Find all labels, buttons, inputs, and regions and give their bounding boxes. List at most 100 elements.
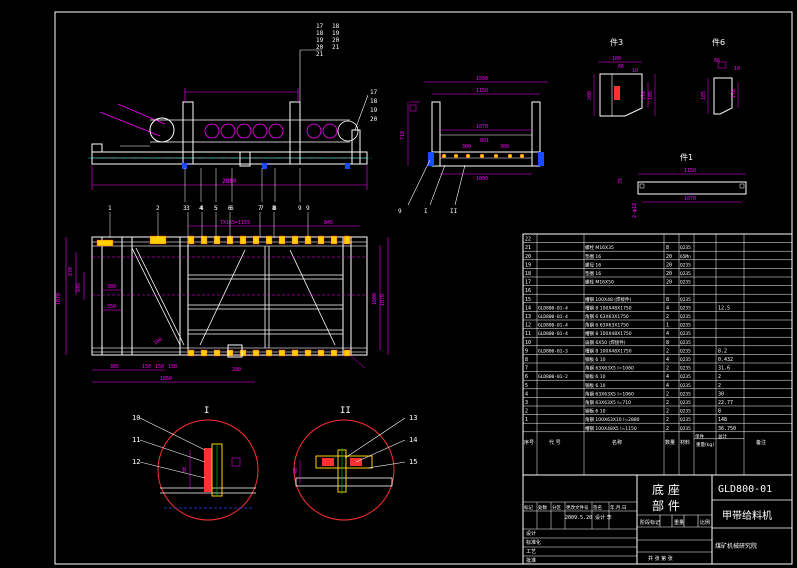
front-rollers [204,120,359,142]
bom-cell-name-14: 钢板 6 10 [585,356,606,363]
bom-cell-qty-16: 4 [666,374,669,380]
bom-cell-weight-13: 8.2 [718,348,727,354]
bom-cell-no-1: 21 [525,245,531,251]
bom-cell-name-21: 角钢 100X63X10 l=2880 [585,416,640,423]
bom-cell-mat-20: Q235 [680,409,691,415]
bom-cell-name-13: 槽钢 8 100X48X1750 [585,347,632,354]
bom-cell-name-22: 槽钢 100X48X5 l=1150 [585,425,637,432]
part-name-line1: 底 座 [652,482,680,497]
dim-p6-66: 66 [714,58,720,64]
institute: 煤矿机械研究院 [715,542,757,550]
bom-cell-no-17: 5 [525,383,528,389]
bom-cell-name-9: 角钢 6 63X63X1750 [585,313,629,320]
bom-cell-weight-14: 0.432 [718,357,733,363]
bom-cell-no-14: 8 [525,357,528,363]
rev-col-label-1: 处数 [538,504,547,511]
top-bolt-6 [265,235,273,245]
bom-cell-name-16: 钢板 6 10 [585,373,606,380]
balloon-front-top-18: 18 [316,30,324,37]
bom-cell-mat-22: Q235 [680,426,691,432]
bom-cell-qty-20: 2 [666,409,669,415]
bom-cell-no-5: 17 [525,280,531,286]
bom-cell-no-12: 10 [525,340,531,346]
bom-cell-name-17: 钢板 6 10 [585,382,606,389]
balloon-top-view-4: 4 [200,205,204,212]
dim-bottom-150b: 150 [155,364,164,370]
sheet-border [54,11,793,565]
bom-cell-no-18: 4 [525,391,528,397]
part-name-line2: 部 件 [652,498,680,513]
bom-cell-name-18: 角钢 63X63X5 l=1060 [585,390,634,397]
balloon-top-view-8: 8 [272,205,276,212]
bom-header-total-weight: 总计 [718,433,727,440]
roller-2 [236,123,252,139]
revision-date: 2009.5.20 [565,515,592,521]
dim-p3-10: 10 [632,68,638,74]
bom-cell-mat-10: Q235 [680,323,691,329]
bom-cell-name-12: 扁钢 6X50 (焊接件) [585,339,626,346]
top-bolt-12 [343,235,351,245]
part3-label: 件3 [610,37,623,47]
machine-name: 甲带给料机 [722,509,772,522]
bottom-bolt-6 [265,349,273,357]
dim-bottom-200: 200 [232,367,241,373]
dim-detail-30: 30 [182,467,188,473]
bom-cell-name-20: 钢板 6 10 [585,408,606,415]
dim-right-1070: 1070 [380,294,386,306]
balloon-front-top2-19: 19 [332,30,340,37]
bom-cell-mat-16: Q235 [680,374,691,380]
dim-side-1150: 1150 [476,88,488,94]
bom-cell-mat-13: Q235 [680,348,691,354]
dim-p1-hole: 2-φ18 [632,203,638,218]
designer-label: 设计 [526,530,536,537]
bom-cell-qty-18: 2 [666,391,669,397]
balloon-detail-I-10: 10 [132,414,140,422]
side-bolt-3 [479,153,485,159]
bom-cell-mat-2: 65Mn [680,254,691,260]
dim-p3-170: 170 [641,91,647,100]
dim-side-801: 801 [480,138,489,144]
balloon-front-bottom-5: 5 [214,205,218,212]
bom-cell-weight-19: 22.77 [718,400,733,406]
dim-right-1000: 1000 [372,293,378,305]
bom-cell-qty-4: 20 [666,271,672,277]
bom-cell-qty-14: 4 [666,357,669,363]
balloon-top-view-7: 7 [258,205,262,212]
roller-4 [268,123,284,139]
balloon-front-top-20: 20 [316,44,324,51]
bom-cell-weight-22: 36.750 [718,426,736,432]
bottom-bolt-9 [304,349,312,357]
bom-cell-qty-9: 2 [666,314,669,320]
balloon-front-top2-18: 18 [332,23,340,30]
bom-cell-mat-8: Q235 [680,305,691,311]
bom-cell-mat-18: Q235 [680,391,691,397]
bom-cell-mat-4: Q235 [680,271,691,277]
bom-cell-no-19: 3 [525,400,528,406]
part6-view: 件6 66 10 185 170 [701,37,740,115]
bottom-bolt-2 [213,349,221,357]
balloon-top-view-3: 3 [186,205,190,212]
dim-side-300b: 300 [500,144,509,150]
bom-cell-weight-18: 30 [718,391,724,397]
bottom-bolt-1 [200,349,208,357]
bottom-bolt-4 [239,349,247,357]
bom-cell-no-13: 9 [525,348,528,354]
rev-col-label-0: 标记 [524,504,533,511]
bom-cell-name-15: 角钢 63X63X5 l=1060 [585,365,634,372]
top-view: 1070 870 845 380 350 160 1000 1070 7X165… [56,205,389,383]
top-bolt-7 [278,235,286,245]
bom-cell-mat-14: Q235 [680,357,691,363]
part1-label: 件1 [680,152,693,162]
dim-bottom-1850: 1850 [160,376,172,382]
bom-cell-qty-1: 8 [666,245,669,251]
bom-cell-qty-22: 2 [666,426,669,432]
bom-cell-qty-19: 2 [666,400,669,406]
top-bolt-11 [330,235,338,245]
dim-p3-66: 66 [618,64,624,70]
revision-designer: 设计 李 [595,514,612,521]
